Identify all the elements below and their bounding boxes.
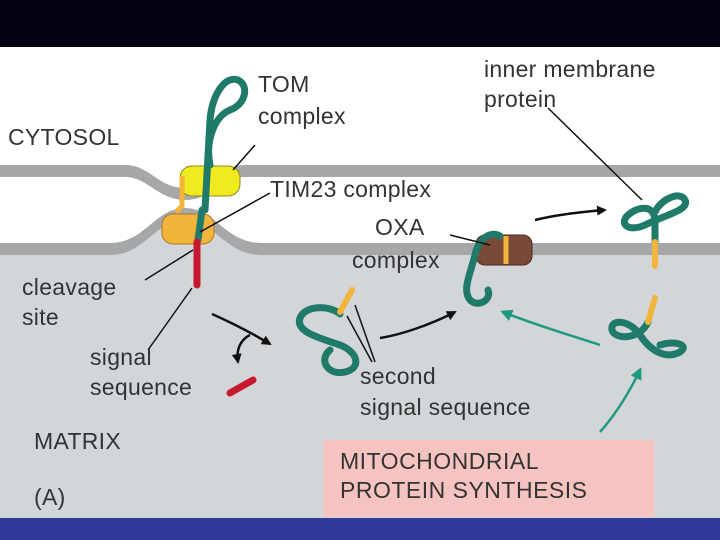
green-arrow-from-synthesis [599, 367, 642, 433]
protein-import-diagram: TOM complex CYTOSOL inner membrane prote… [0, 47, 720, 518]
cleaved-signal-sequence [226, 376, 257, 397]
tim23-tether [174, 176, 185, 214]
importing-chain [201, 75, 249, 214]
matrix-protein-chain [295, 304, 360, 377]
bottom-bar [0, 518, 720, 540]
mitochondrial-synthesis-box [323, 440, 654, 517]
inner-membrane-protein-chain [620, 192, 690, 246]
green-arrow-to-oxa [500, 309, 601, 347]
oxa-label-line2: complex [352, 247, 440, 273]
matrix-label: MATRIX [34, 428, 121, 454]
cleavage-site-label-line2: site [22, 304, 59, 330]
synthesized-protein-segment [645, 295, 658, 325]
synthesized-protein-chain [608, 318, 687, 359]
second-signal-segment [337, 287, 355, 315]
cytosol-label: CYTOSOL [8, 124, 120, 150]
leader-oxa [449, 234, 491, 246]
leader-tom [232, 144, 256, 171]
second-signal-label-line1: second [360, 363, 436, 389]
tom-label-line2: complex [258, 103, 346, 129]
arrow-to-matrix [211, 312, 272, 346]
synthesis-label-line2: PROTEIN SYNTHESIS [340, 477, 588, 503]
leader-second-signal-b [346, 315, 373, 363]
cleavage-site-label-line1: cleavage [22, 274, 117, 300]
leader-signal [147, 287, 193, 351]
signal-sequence-label-line1: signal [90, 344, 152, 370]
arrow-to-inner-membrane-protein [534, 205, 607, 222]
importing-chain-lower [194, 206, 206, 244]
mitochondrial-synthesis-label: MITOCHONDRIAL PROTEIN SYNTHESIS [340, 447, 587, 505]
top-bar [0, 0, 720, 47]
panel-label: (A) [34, 484, 66, 510]
tom-label-line1: TOM [258, 71, 310, 97]
second-signal-label-line2: signal sequence [360, 394, 531, 420]
leader-inner-membrane-protein [547, 107, 643, 201]
inner-membrane-protein-label-line2: protein [484, 86, 557, 112]
leader-second-signal-a [354, 304, 376, 363]
leader-cleavage [144, 249, 194, 281]
tim23-label: TIM23 complex [270, 176, 432, 202]
signal-sequence-label-line2: sequence [90, 374, 193, 400]
oxa-label-line1: OXA [375, 214, 425, 240]
arrow-to-oxa [379, 310, 457, 340]
leader-tim23 [199, 192, 271, 233]
arrow-signal-cleaved [231, 333, 251, 364]
synthesis-label-line1: MITOCHONDRIAL [340, 448, 540, 474]
oxa-inserting-chain [463, 230, 504, 307]
inner-membrane-protein-label-line1: inner membrane [484, 56, 656, 82]
